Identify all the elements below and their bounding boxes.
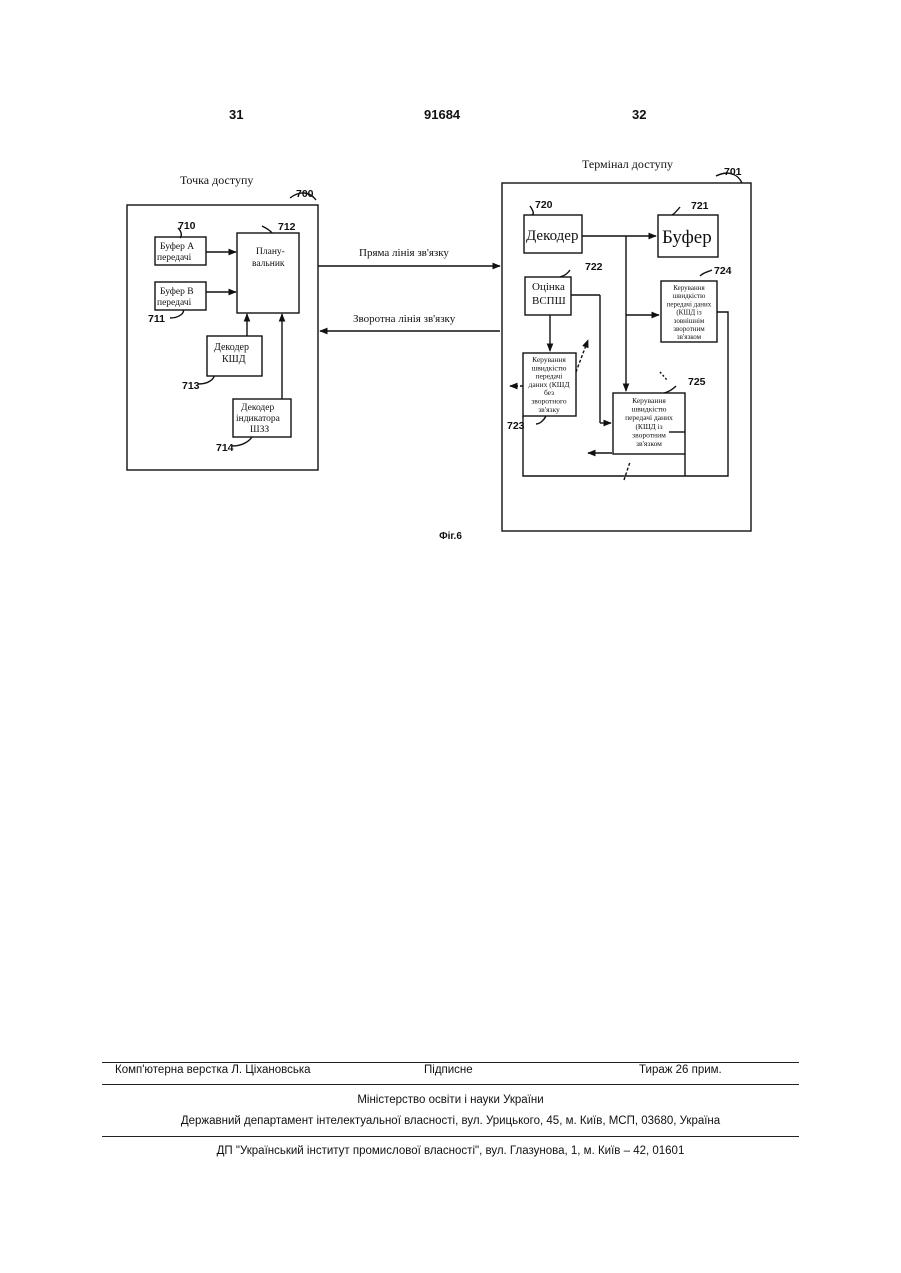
ref-700: 700 [296,188,314,200]
open-loop-label: Керуванняшвидкістюпередачіданих (КШДбезз… [529,355,570,414]
block-diagram: Точка доступу 700 710 Буфер А передачі Б… [0,0,901,560]
outer_loop-line: швидкістю [673,292,706,300]
buffer-a-label-2: передачі [157,253,192,263]
scheduler-box [237,233,299,313]
ref-713: 713 [182,380,200,392]
reverse-link-label: Зворотна лінія зв'язку [353,313,456,325]
outer_loop-line: зовнішнім [674,317,705,325]
buffer-label: Буфер [662,227,712,248]
ref-720: 720 [535,199,553,211]
access-terminal-title: Термінал доступу [582,157,673,171]
drc-decoder-label-1: Декодер [214,342,249,353]
indicator-decoder-label-3: ШЗЗ [250,425,269,435]
ref-714: 714 [216,442,234,454]
ref-721: 721 [691,200,709,212]
scheduler-label-2: вальник [252,259,285,269]
ref-710: 710 [178,220,196,232]
closed_loop-line: зв'язком [636,439,662,448]
buffer-b-label-1: Буфер В [160,286,194,297]
footer-rule-1 [102,1062,799,1063]
footer-department: Державний департамент інтелектуальної вл… [0,1115,901,1127]
drc-decoder-label-2: КШД [222,354,246,365]
ref-722: 722 [585,261,603,273]
indicator-decoder-label-1: Декодер [241,403,274,413]
outer_loop-line: передачі даних [667,300,712,308]
access-point-title: Точка доступу [180,173,253,187]
ref-711: 711 [148,313,165,325]
estimator-label-1: Оцінка [532,281,565,293]
outer_loop-line: зв'язком [677,333,702,341]
closed-loop-label: Керуванняшвидкістюпередачі даних(КШД ізз… [625,396,673,448]
buffer-b-label-2: передачі [157,298,192,308]
forward-link-label: Пряма лінія зв'язку [359,247,449,259]
outer-loop-label: Керуванняшвидкістюпередачі даних(КШД ізз… [667,284,712,341]
indicator-decoder-label-2: індикатора [236,414,281,424]
ref-725: 725 [688,376,706,388]
decoder-label: Декодер [526,228,578,244]
ref-724: 724 [714,265,732,277]
buffer-a-label-1: Буфер А [160,241,194,252]
footer-rule-2 [102,1084,799,1085]
footer-signed: Підписне [424,1064,473,1076]
outer_loop-line: (КШД із [676,309,702,317]
footer-layout-credit: Комп'ютерна верстка Л. Ціхановська [115,1064,311,1076]
footer-circulation: Тираж 26 прим. [639,1064,722,1076]
footer-rule-3 [102,1136,799,1137]
outer_loop-line: зворотним [673,325,705,333]
ref-712: 712 [278,221,296,233]
scheduler-label-1: Плану- [256,247,285,257]
ref-723: 723 [507,420,525,432]
ref-701: 701 [724,166,742,178]
footer-institute: ДП "Український інститут промислової вла… [0,1145,901,1157]
footer-ministry: Міністерство освіти і науки України [0,1094,901,1106]
estimator-label-2: ВСПШ [532,295,566,307]
open_loop-line: зв'язку [538,405,560,414]
figure-caption: Фіг.6 [0,531,901,542]
outer_loop-line: Керування [673,284,705,292]
